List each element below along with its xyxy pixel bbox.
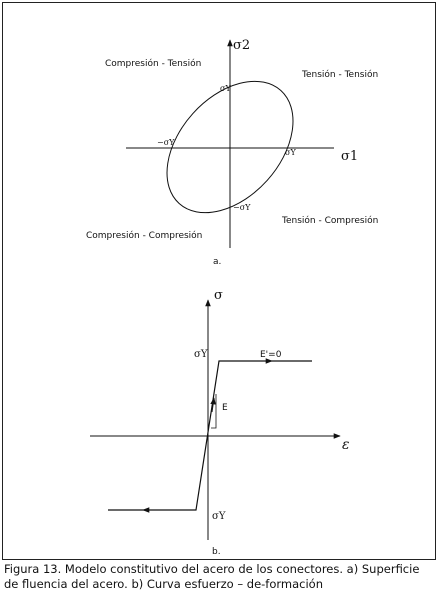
point-sigma-y-top: σY [220, 84, 231, 93]
panel-a-label: a. [213, 257, 221, 267]
slope-e-label: E [222, 403, 228, 413]
quadrant-compresion-tension: Compresión - Tensión [105, 58, 201, 69]
upper-yield-label: σY [194, 349, 208, 360]
figure-caption: Figura 13. Modelo constitutivo del acero… [4, 562, 420, 591]
quadrant-tension-tension: Tensión - Tensión [301, 69, 378, 80]
point-sigma-y-right: σY [285, 148, 296, 157]
quadrant-compresion-compresion: Compresión - Compresión [86, 230, 202, 241]
epsilon-label: ε [342, 437, 350, 453]
loading-arrow [210, 397, 216, 413]
point-minus-sigma-y-left: −σY [157, 138, 175, 147]
sigma2-label: σ2 [233, 38, 250, 53]
quadrant-tension-compresion: Tensión - Compresión [281, 215, 378, 226]
figure-frame [2, 2, 436, 560]
slope-triangle [211, 394, 217, 429]
sigma1-label: σ1 [341, 149, 358, 164]
panel-b: σ ε σY σY E E'=0 b. [90, 288, 350, 557]
plateau-label: E'=0 [260, 350, 282, 360]
panel-b-label: b. [212, 547, 221, 557]
sigma-label: σ [214, 288, 223, 303]
panel-a: Compresión - Tensión Tensión - Tensión C… [86, 38, 378, 267]
point-minus-sigma-y-bottom: −σY [233, 203, 251, 212]
yield-ellipse [166, 80, 294, 214]
lower-yield-label: σY [212, 511, 226, 522]
